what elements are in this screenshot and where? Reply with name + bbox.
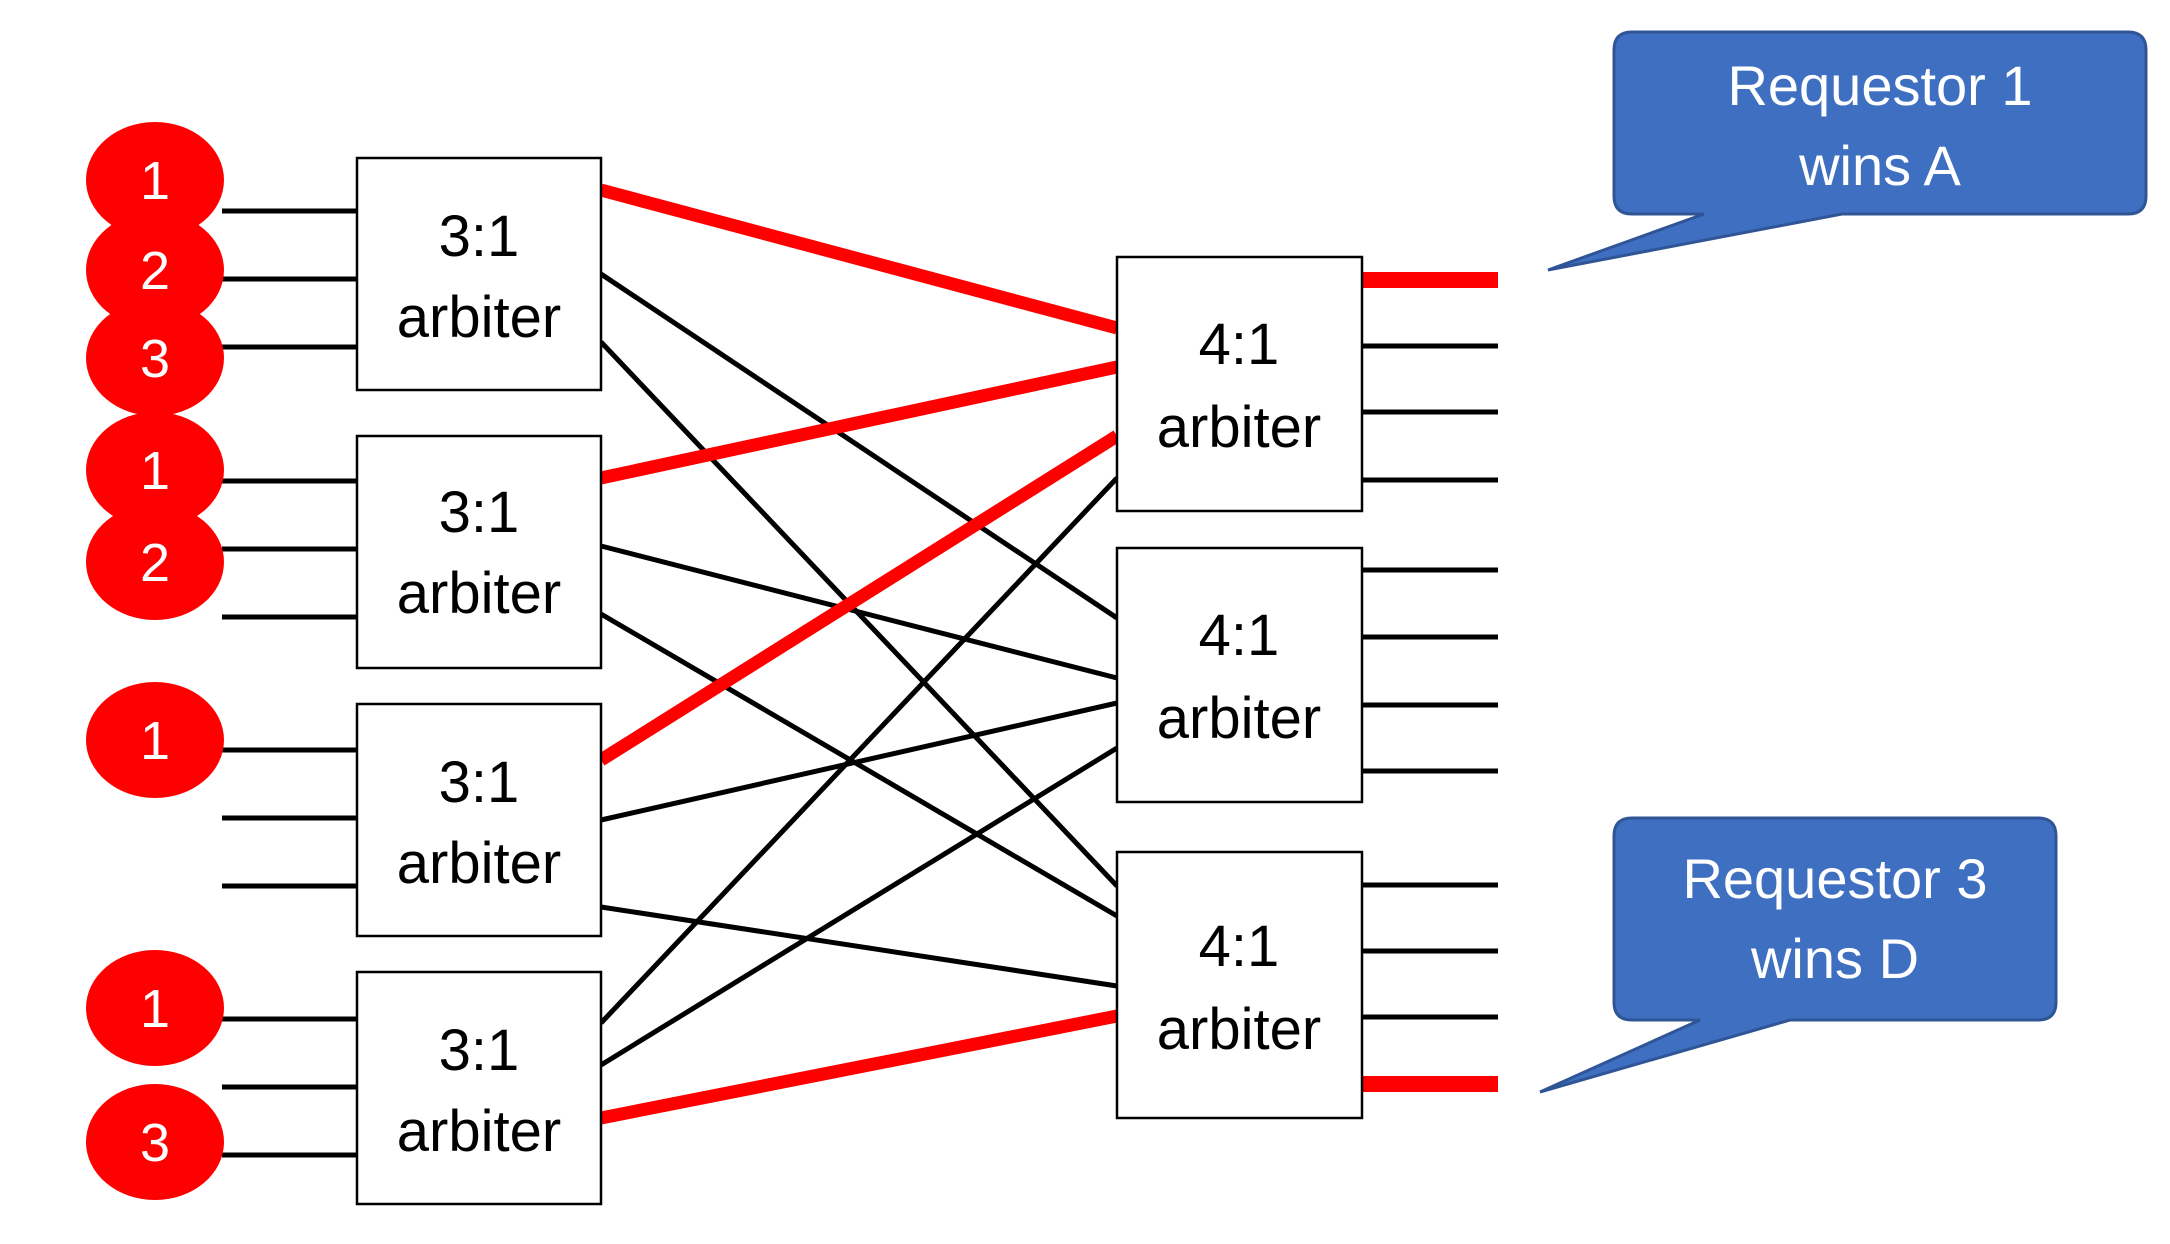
stage1-arbiter: 3:1 arbiter	[355, 156, 603, 392]
callout-line-1: Requestor 3	[1682, 847, 1987, 910]
callout-requestor-1-wins-a: Requestor 1 wins A	[1547, 30, 2148, 272]
link-s1c-s2b	[600, 700, 1118, 823]
arbiter-ratio: 4:1	[1199, 603, 1280, 668]
link-s1d-s2b	[599, 745, 1119, 1068]
arbiter-ratio: 4:1	[1199, 312, 1280, 377]
requestor-label: 2	[140, 533, 170, 593]
requestor-label: 1	[140, 711, 170, 771]
grant-link-s1a-s2a	[599, 183, 1119, 335]
interconnect-black	[599, 271, 1119, 1068]
requestor-bubbles: 1 2 3 1 2 1 1 3	[86, 122, 224, 1200]
arbiter-label: arbiter	[397, 561, 561, 626]
interconnect-granted	[597, 183, 1121, 1125]
arbiter-ratio: 3:1	[439, 1018, 520, 1083]
arbiter-ratio: 3:1	[439, 204, 520, 269]
requestor-bubble: 1	[86, 122, 224, 238]
stage1-arbiter: 3:1 arbiter	[355, 702, 603, 938]
requestor-label: 1	[140, 441, 170, 501]
arbiter-label: arbiter	[1157, 395, 1321, 460]
requestor-ellipse	[86, 504, 224, 620]
stage1-arbiter-box	[355, 156, 603, 392]
callout-requestor-3-wins-d: Requestor 3 wins D	[1539, 816, 2058, 1094]
arbiter-label: arbiter	[397, 285, 561, 350]
stage2-arbiter-box	[1115, 850, 1364, 1120]
stage1-arbiter-box	[355, 702, 603, 938]
stage2-arbiter: 4:1 arbiter	[1115, 546, 1364, 804]
requestor-bubble: 3	[86, 300, 224, 416]
link-s1b-s2b	[600, 543, 1118, 681]
stage2-arbiter-box	[1115, 255, 1364, 513]
requestor-label: 1	[140, 979, 170, 1039]
requestor-ellipse	[86, 950, 224, 1066]
requestor-bubble: 2	[86, 212, 224, 328]
stage2-arbiter: 4:1 arbiter	[1115, 255, 1364, 513]
arbiter-label: arbiter	[397, 1099, 561, 1164]
link-s1c-s2c	[600, 904, 1118, 989]
requestor-ellipse	[86, 300, 224, 416]
stage1-arbiter-box	[355, 434, 603, 670]
callout-line-2: wins D	[1750, 927, 1919, 990]
stage1-arbiter: 3:1 arbiter	[355, 970, 603, 1206]
arbiter-ratio: 4:1	[1199, 914, 1280, 979]
requestor-bubble: 1	[86, 682, 224, 798]
stage1-input-wires	[222, 208, 357, 1158]
requestor-bubble: 1	[86, 950, 224, 1066]
requestor-bubble: 1	[86, 412, 224, 528]
requestor-bubble: 3	[86, 1084, 224, 1200]
stage2-arbiter: 4:1 arbiter	[1115, 850, 1364, 1120]
callout-bubble	[1547, 30, 2148, 272]
arbiter-ratio: 3:1	[439, 480, 520, 545]
requestor-ellipse	[86, 412, 224, 528]
requestor-label: 3	[140, 329, 170, 389]
requestor-bubble: 2	[86, 504, 224, 620]
grant-link-s1b-s2a	[599, 360, 1119, 485]
callout-line-2: wins A	[1798, 134, 1961, 197]
arbiter-label: arbiter	[1157, 997, 1321, 1062]
callout-line-1: Requestor 1	[1727, 54, 2032, 117]
callout-bubble	[1539, 816, 2058, 1094]
requestor-ellipse	[86, 122, 224, 238]
requestor-label: 3	[140, 1113, 170, 1173]
arbiter-ratio: 3:1	[439, 750, 520, 815]
grant-link-s1d-s2c	[599, 1009, 1119, 1125]
link-s1b-s2c	[599, 611, 1119, 919]
requestor-ellipse	[86, 212, 224, 328]
arbiter-label: arbiter	[397, 831, 561, 896]
link-s1a-s2b	[599, 271, 1119, 621]
requestor-ellipse	[86, 1084, 224, 1200]
requestor-ellipse	[86, 682, 224, 798]
requestor-label: 1	[140, 151, 170, 211]
stage2-output-wires	[1362, 272, 1498, 1092]
requestor-label: 2	[140, 241, 170, 301]
link-s1d-s2a	[599, 476, 1119, 1025]
stage1-arbiter: 3:1 arbiter	[355, 434, 603, 670]
grant-link-s1c-s2a	[597, 430, 1121, 766]
arbiter-label: arbiter	[1157, 686, 1321, 751]
stage1-arbiter-box	[355, 970, 603, 1206]
stage2-arbiter-box	[1115, 546, 1364, 804]
